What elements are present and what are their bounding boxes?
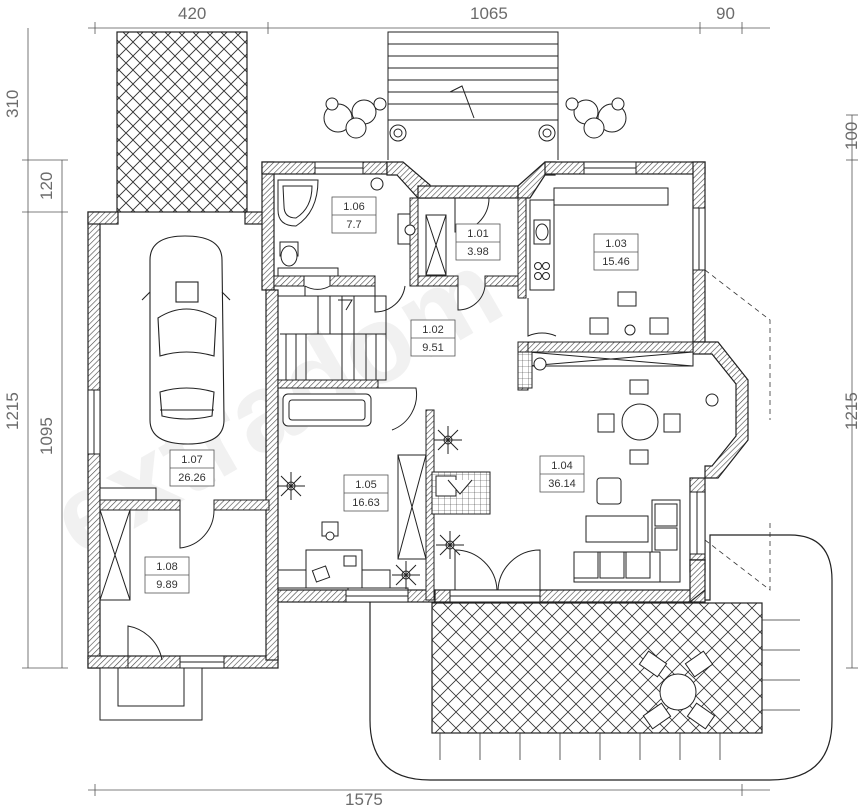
dimension-label-left-inner: 1095 [37, 417, 56, 455]
room-labels: 1.01 3.98 1.02 9.51 1.03 15.46 1.04 36.14 1.05 16… [144, 196, 639, 594]
room-label-1-08: 1.08 9.89 [144, 556, 190, 594]
room-label-1-04: 1.04 36.14 [539, 455, 585, 493]
dimension-label-bottom: 1575 [345, 790, 383, 809]
garage-front-step [99, 667, 203, 721]
plant-icon [277, 224, 719, 589]
room-number: 1.08 [156, 561, 177, 573]
roof-overhang [704, 269, 771, 591]
room-area: 36.14 [548, 478, 576, 490]
room-number: 1.04 [551, 460, 572, 472]
room-label-1-06: 1.06 7.7 [331, 196, 377, 234]
shrub-right [565, 97, 627, 139]
room-area: 9.89 [156, 579, 177, 591]
room-area: 9.51 [422, 342, 443, 354]
room-label-1-02: 1.02 9.51 [410, 319, 456, 357]
bathroom-fixtures [277, 177, 411, 277]
room-number: 1.07 [181, 454, 202, 466]
dimension-label-left-outer: 1215 [3, 392, 22, 430]
room-label-1-01: 1.01 3.98 [455, 223, 501, 261]
room-number: 1.05 [355, 479, 376, 491]
kitchen-fixtures [517, 187, 669, 389]
dimension-label-left-mid: 120 [37, 172, 56, 200]
room-number: 1.03 [605, 238, 626, 250]
garden-path [369, 534, 833, 781]
exterior-walls [87, 161, 749, 669]
living-furniture [282, 379, 681, 583]
room-area: 3.98 [467, 246, 488, 258]
dimension-label-right-main: 1215 [842, 392, 860, 430]
terrace-steps [439, 619, 800, 760]
entrance-stairs [387, 31, 559, 160]
room-label-1-07: 1.07 26.26 [169, 449, 215, 487]
terrace-paving [431, 602, 763, 734]
room-area: 15.46 [602, 256, 630, 268]
room-number: 1.01 [467, 228, 488, 240]
doors [127, 197, 557, 668]
dimension-label-top-right: 90 [716, 4, 735, 23]
room-area: 16.63 [352, 497, 380, 509]
terrace-table-set [638, 650, 716, 730]
interior-staircase [277, 295, 387, 381]
car-icon [141, 235, 231, 445]
dimension-label-top-left: 420 [178, 4, 206, 23]
dimension-label-left-upper: 310 [3, 90, 22, 118]
dimension-label-right-top: 100 [842, 122, 860, 150]
dimension-label-top-middle: 1065 [470, 4, 508, 23]
windows [87, 161, 706, 669]
room-area: 7.7 [346, 219, 361, 231]
driveway-paving [116, 31, 248, 213]
room-label-1-05: 1.05 16.63 [343, 474, 389, 512]
shrub-left [323, 97, 387, 139]
room-number: 1.02 [422, 324, 443, 336]
room-area: 26.26 [178, 472, 206, 484]
office-desk [305, 521, 363, 589]
dimension-lines [22, 22, 858, 796]
room-number: 1.06 [343, 201, 364, 213]
room-label-1-03: 1.03 15.46 [593, 233, 639, 271]
storage-shelving [99, 214, 694, 601]
